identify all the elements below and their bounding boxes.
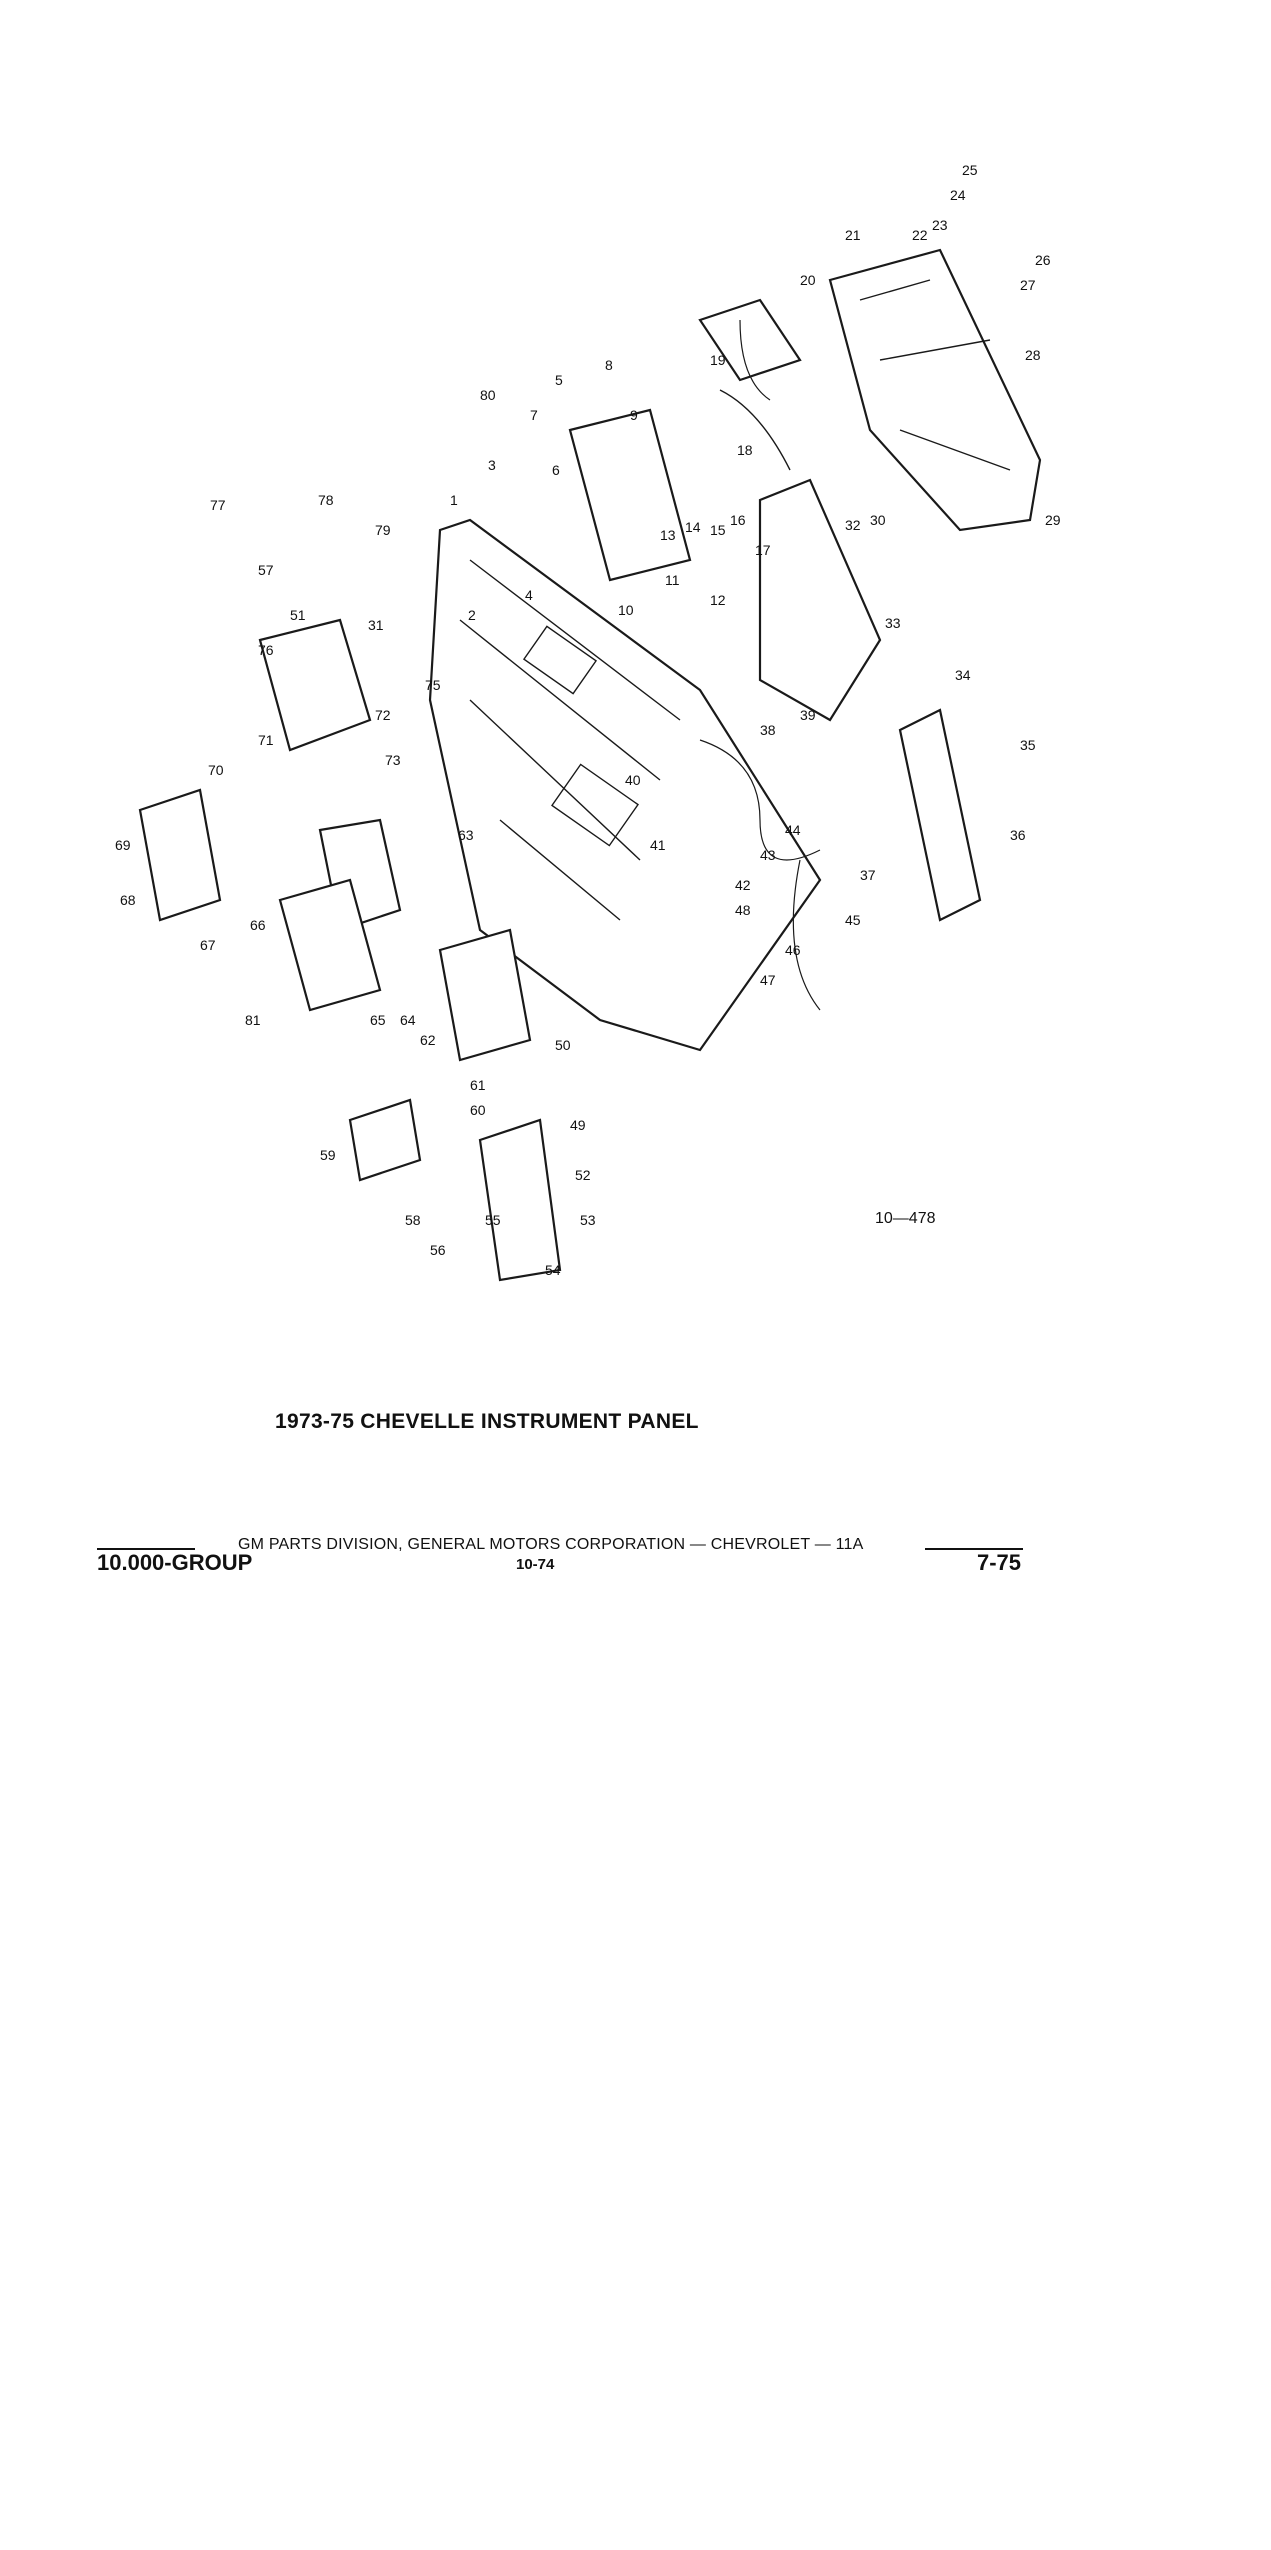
- callout: 25: [962, 162, 978, 178]
- figure-title: 1973-75 CHEVELLE INSTRUMENT PANEL: [275, 1410, 699, 1433]
- callout: 64: [400, 1012, 416, 1028]
- callout: 72: [375, 707, 391, 723]
- callout: 16: [730, 512, 746, 528]
- callout: 19: [710, 352, 726, 368]
- callout: 45: [845, 912, 861, 928]
- callout: 28: [1025, 347, 1041, 363]
- callout: 62: [420, 1032, 436, 1048]
- callout: 10: [618, 602, 634, 618]
- callout: 42: [735, 877, 751, 893]
- footer-group: 10.000-GROUP: [97, 1550, 253, 1575]
- callout: 7: [530, 407, 538, 423]
- callout: 11: [665, 572, 680, 588]
- callout: 31: [368, 617, 384, 633]
- callout: 30: [870, 512, 886, 528]
- air-duct: [758, 478, 882, 722]
- callout: 49: [570, 1117, 586, 1133]
- callout: 78: [318, 492, 334, 508]
- callout: 24: [950, 187, 966, 203]
- exploded-parts-diagram: 1 2 3 4 5 6 7 8 9 10 11 12 13 14 15 16 1…: [115, 162, 1061, 1282]
- callout: 33: [885, 615, 901, 631]
- callout: 3: [488, 457, 496, 473]
- defroster-duct: [898, 708, 982, 922]
- callout: 41: [650, 837, 666, 853]
- callout: 44: [785, 822, 801, 838]
- upper-center-components: [568, 298, 802, 582]
- callout: 17: [755, 542, 771, 558]
- callout: 52: [575, 1167, 591, 1183]
- callout: 13: [660, 527, 676, 543]
- callout: 35: [1020, 737, 1036, 753]
- callout: 79: [375, 522, 391, 538]
- callout: 12: [710, 592, 726, 608]
- footer-rule-left: [97, 1548, 195, 1550]
- callout: 54: [545, 1262, 561, 1278]
- footer-publisher: GM PARTS DIVISION, GENERAL MOTORS CORPOR…: [238, 1536, 864, 1553]
- footer-page-number: 10-74: [516, 1556, 555, 1573]
- callout: 26: [1035, 252, 1051, 268]
- callout: 27: [1020, 277, 1036, 293]
- footer-rule-right: [925, 1548, 1023, 1550]
- callout: 59: [320, 1147, 336, 1163]
- callout: 66: [250, 917, 266, 933]
- callout: 61: [470, 1077, 486, 1093]
- callout: 68: [120, 892, 136, 908]
- callout-labels: 1 2 3 4 5 6 7 8 9 10 11 12 13 14 15 16 1…: [115, 162, 1061, 1278]
- callout: 43: [760, 847, 776, 863]
- callout: 39: [800, 707, 816, 723]
- instrument-panel-carrier: [428, 518, 822, 1052]
- callout: 75: [425, 677, 441, 693]
- callout: 76: [258, 642, 274, 658]
- callout: 8: [605, 357, 613, 373]
- callout: 60: [470, 1102, 486, 1118]
- cables: [699, 319, 821, 1011]
- callout: 40: [625, 772, 641, 788]
- callout: 2: [468, 607, 476, 623]
- upper-trim-pad: [828, 248, 1042, 532]
- callout: 15: [710, 522, 726, 538]
- callout: 34: [955, 667, 971, 683]
- callout: 51: [290, 607, 306, 623]
- callout: 1: [450, 492, 458, 508]
- callout: 14: [685, 519, 701, 535]
- callout: 22: [912, 227, 928, 243]
- callout: 67: [200, 937, 216, 953]
- callout: 23: [932, 217, 948, 233]
- callout: 48: [735, 902, 751, 918]
- callout: 47: [760, 972, 776, 988]
- callout: 57: [258, 562, 274, 578]
- callout: 29: [1045, 512, 1061, 528]
- callout: 77: [210, 497, 226, 513]
- callout: 73: [385, 752, 401, 768]
- left-components: [138, 618, 562, 1282]
- callout: 56: [430, 1242, 446, 1258]
- callout: 9: [630, 407, 638, 423]
- callout: 53: [580, 1212, 596, 1228]
- callout: 5: [555, 372, 563, 388]
- callout: 37: [860, 867, 876, 883]
- callout: 6: [552, 462, 560, 478]
- callout: 55: [485, 1212, 501, 1228]
- callout: 38: [760, 722, 776, 738]
- callout: 69: [115, 837, 131, 853]
- callout: 46: [785, 942, 801, 958]
- callout: 36: [1010, 827, 1026, 843]
- callout: 20: [800, 272, 816, 288]
- callout: 21: [845, 227, 861, 243]
- callout: 70: [208, 762, 224, 778]
- callout: 80: [480, 387, 496, 403]
- callout: 81: [245, 1012, 261, 1028]
- footer-date: 7-75: [977, 1550, 1022, 1575]
- callout: 71: [258, 732, 274, 748]
- callout: 18: [737, 442, 753, 458]
- callout: 58: [405, 1212, 421, 1228]
- callout: 32: [845, 517, 861, 533]
- callout: 63: [458, 827, 474, 843]
- callout: 65: [370, 1012, 386, 1028]
- figure-reference-code: 10—478: [875, 1210, 936, 1227]
- callout: 4: [525, 587, 533, 603]
- callout: 50: [555, 1037, 571, 1053]
